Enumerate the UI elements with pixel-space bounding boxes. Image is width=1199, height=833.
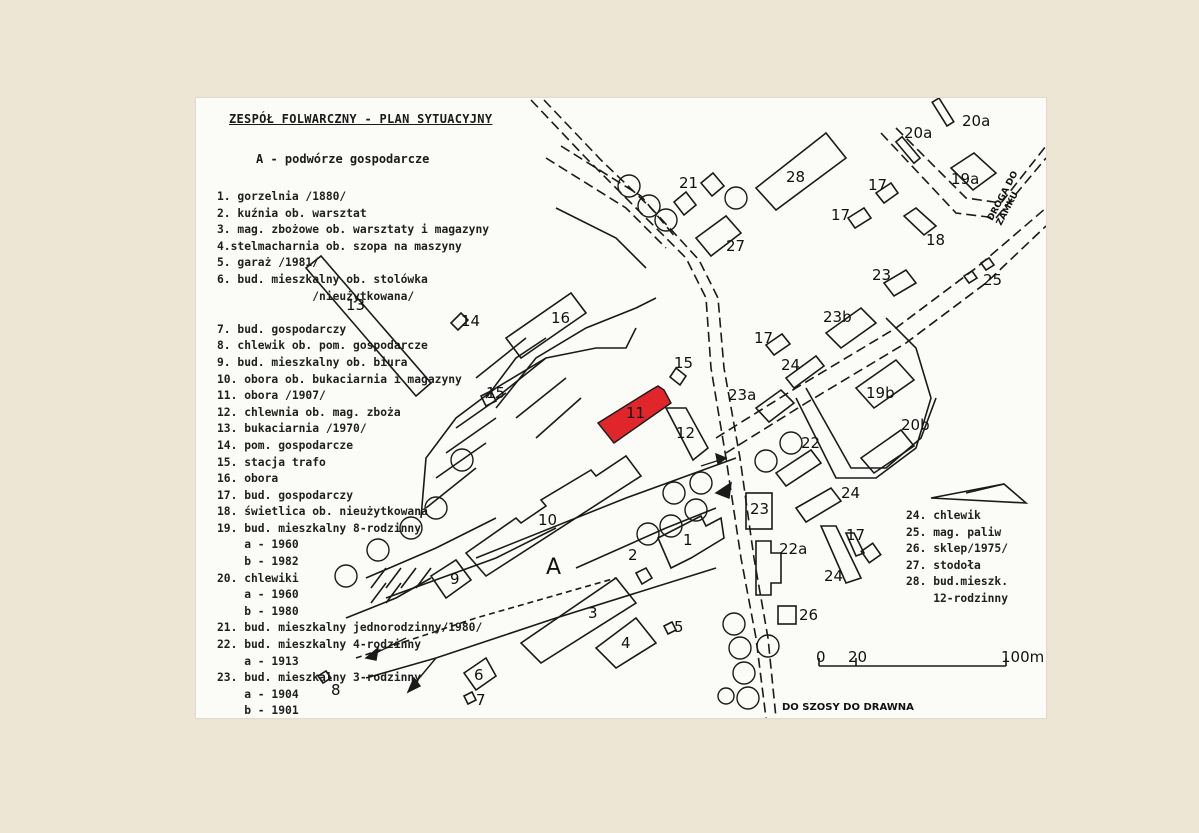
courtyard-label: A — [546, 555, 561, 580]
building-label-19a: 19a — [951, 170, 979, 188]
building-label-24: 24 — [824, 567, 843, 585]
scale-tick-20: 20 — [848, 648, 867, 666]
building-label-20a: 20a — [962, 112, 990, 130]
legend-line: 21. bud. mieszkalny jednorodzinny/1980/ — [217, 621, 483, 635]
building-label-27: 27 — [726, 237, 745, 255]
legend-line: 25. mag. paliw — [906, 525, 1002, 539]
legend-line: 16. obora — [217, 472, 279, 486]
building-label-17: 17 — [846, 526, 865, 544]
legend-line: 1. gorzelnia /1880/ — [217, 190, 347, 203]
road-note-drawno: DO SZOSY DO DRAWNA — [782, 702, 914, 713]
building-label-10: 10 — [538, 511, 557, 529]
building-label-6: 6 — [474, 666, 484, 684]
legend-line: 28. bud.mieszk. — [906, 575, 1009, 589]
legend-line: 19. bud. mieszkalny 8-rodzinny — [217, 521, 422, 535]
scale-tick-0: 0 — [816, 648, 826, 666]
legend-line: b - 1980 — [217, 604, 299, 618]
legend-line: 9. bud. mieszkalny ob. biura — [217, 355, 408, 369]
legend-line: 4.stelmacharnia ob. szopa na maszyny — [217, 239, 462, 253]
building-label-22: 22 — [801, 434, 820, 452]
building-label-11: 11 — [626, 404, 645, 422]
building-label-24: 24 — [781, 356, 800, 374]
legend-line: 13. bukaciarnia /1970/ — [217, 422, 367, 436]
building-label-23a: 23a — [728, 386, 756, 404]
legend-line: a - 1960 — [217, 538, 299, 552]
building-label-19b: 19b — [866, 384, 895, 402]
map-sheet: ZESPÓŁ FOLWARCZNY - PLAN SYTUACYJNY A - … — [196, 98, 1046, 718]
legend-line: 8. chlewik ob. pom. gospodarcze — [217, 339, 428, 353]
building-label-1: 1 — [683, 531, 693, 549]
building-label-4: 4 — [621, 634, 631, 652]
legend-line: 26. sklep/1975/ — [906, 542, 1009, 556]
building-label-25: 25 — [983, 271, 1002, 289]
building-label-2: 2 — [628, 546, 638, 564]
building-label-9: 9 — [450, 570, 460, 588]
legend-line: 11. obora /1907/ — [217, 389, 326, 403]
legend-line: 27. stodoła — [906, 558, 981, 572]
legend-line: 18. świetlica ob. nieużytkowana — [217, 505, 428, 519]
legend-line: 3. mag. zbożowe ob. warsztaty i magazyny — [217, 223, 490, 237]
site-plan-map: A 1234567891011121314151516171717171819a… — [304, 98, 1046, 718]
building-label-17: 17 — [868, 176, 887, 194]
building-label-7: 7 — [476, 691, 486, 709]
legend-line: b - 1901 — [217, 704, 299, 718]
building-label-16: 16 — [551, 309, 570, 327]
legend-line: /nieużytkowana/ — [217, 289, 415, 303]
legend-line: b - 1982 — [217, 555, 299, 569]
building-label-28: 28 — [786, 168, 805, 186]
legend-line: 17. bud. gospodarczy — [217, 488, 354, 502]
building-label-8: 8 — [331, 681, 341, 699]
legend-line: 15. stacja trafo — [217, 455, 326, 469]
legend-line: 20. chlewiki — [217, 571, 299, 585]
building-11-highlight — [596, 385, 672, 444]
legend-line: a - 1913 — [217, 654, 299, 668]
building-label-14: 14 — [461, 312, 480, 330]
building-label-26: 26 — [799, 606, 818, 624]
legend-line: 2. kuźnia ob. warsztat — [217, 206, 367, 220]
building-label-17: 17 — [754, 329, 773, 347]
building-label-18: 18 — [926, 231, 945, 249]
building-label-5: 5 — [674, 618, 684, 636]
building-label-13: 13 — [346, 296, 365, 314]
legend-right: 24. chlewik 25. mag. paliw 26. sklep/1975/… — [906, 508, 1008, 608]
legend-line: 6. bud. mieszkalny ob. stolówka — [217, 272, 428, 286]
legend-line: 14. pom. gospodarcze — [217, 438, 354, 452]
building-label-22a: 22a — [779, 540, 807, 558]
legend-line: 10. obora ob. bukaciarnia i magazyny — [217, 372, 462, 386]
legend-line: 7. bud. gospodarczy — [217, 322, 347, 336]
building-label-12: 12 — [676, 424, 695, 442]
building-label-15: 15 — [674, 354, 693, 372]
scale-tick-100m: 100m — [1001, 648, 1044, 666]
legend-line: a - 1960 — [217, 588, 299, 602]
legend-line: a - 1904 — [217, 687, 299, 701]
legend-line: 24. chlewik — [906, 509, 981, 522]
scale-bar — [818, 658, 1007, 667]
building-label-20a: 20a — [904, 124, 932, 142]
building-label-23: 23 — [750, 500, 769, 518]
building-label-20b: 20b — [901, 416, 930, 434]
building-label-24: 24 — [841, 484, 860, 502]
courtyard-subtitle: A - podwórze gospodarcze — [256, 152, 430, 166]
building-label-15: 15 — [486, 384, 505, 402]
building-label-17: 17 — [831, 206, 850, 224]
building-label-3: 3 — [588, 604, 598, 622]
legend-line: 12-rodzinny — [906, 591, 1009, 605]
building-label-23b: 23b — [823, 308, 852, 326]
map-title: ZESPÓŁ FOLWARCZNY - PLAN SYTUACYJNY — [229, 112, 493, 126]
building-label-23: 23 — [872, 266, 891, 284]
legend-line: 12. chlewnia ob. mag. zboża — [217, 405, 401, 419]
building-label-21: 21 — [679, 174, 698, 192]
